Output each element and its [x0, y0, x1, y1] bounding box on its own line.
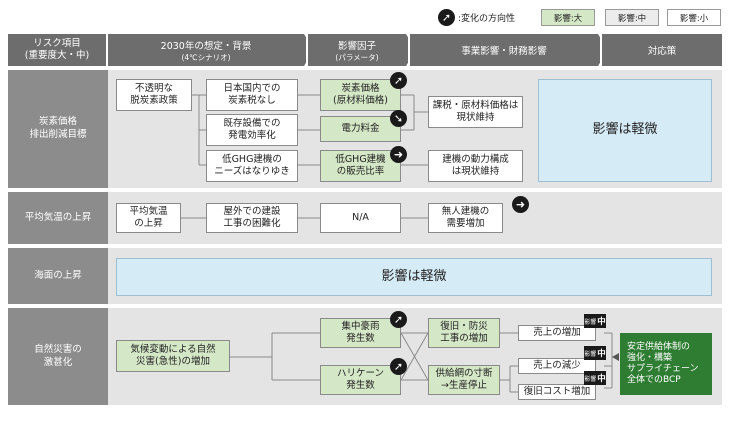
carbon-impact-tax-maintained: 課税・原材料価格は 現状維持 [428, 96, 523, 128]
disaster-impact-recovery-works: 復旧・防災 工事の増加 [428, 318, 500, 348]
legend-small: 影響:小 [667, 9, 721, 26]
carbon-bg-no-carbon-tax: 日本国内での 炭素税なし [206, 79, 298, 111]
header-response: 対応策 [602, 34, 722, 66]
legend-direction-label: :変化の方向性 [458, 14, 516, 24]
header-business-impact: 事業影響・財務影響 [410, 34, 598, 66]
disaster-result-sales-down: 売上の減少 [518, 358, 596, 374]
temp-bg-rising: 平均気温 の上昇 [116, 203, 181, 233]
carbon-impact-power-config: 建機の動力構成 は現状維持 [428, 150, 523, 182]
carbon-bg-efficiency: 既存設備での 発電効率化 [206, 114, 298, 146]
temp-factor-na: N/A [320, 203, 401, 233]
row-label-sea: 海面の上昇 [8, 248, 108, 304]
direction-arrow-up-right-icon: ➚ [390, 72, 407, 89]
row-label-carbon: 炭素価格 排出削減目標 [8, 70, 108, 188]
disaster-result-recovery-cost: 復旧コスト増加 [518, 384, 596, 400]
row-label-disaster: 自然災害の 激甚化 [8, 308, 108, 405]
direction-arrow-up-right-icon: ➚ [390, 311, 407, 328]
impact-medium-badge: 影響中 [584, 371, 606, 385]
direction-arrow-down-right-icon: ➘ [390, 110, 407, 127]
impact-medium-badge: 影響中 [584, 314, 606, 328]
carbon-factor-low-ghg-ratio: 低GHG建機 の販売比率 [320, 150, 401, 182]
header-risk-item: リスク項目 (重要度大・中) [8, 34, 106, 66]
carbon-bg-unclear-policy: 不透明な 脱炭素政策 [116, 79, 192, 111]
carbon-response-minor: 影響は軽微 [538, 79, 712, 182]
direction-arrow-right-icon: ➜ [512, 196, 529, 213]
direction-arrow-up-right-icon: ➚ [390, 358, 407, 375]
header-factor-sub: (パラメータ) [335, 52, 379, 62]
header-factor: 影響因子 (パラメータ) [308, 34, 406, 66]
header-scenario: 2030年の想定・背景 (4℃シナリオ) [108, 34, 304, 66]
carbon-factor-carbon-price: 炭素価格 (原材料価格) [320, 79, 401, 111]
disaster-impact-supply-chain: 供給網の寸断 →生産停止 [428, 365, 500, 395]
header-scenario-sub: (4℃シナリオ) [181, 52, 231, 62]
impact-medium-badge: 影響中 [584, 346, 606, 360]
header-scenario-title: 2030年の想定・背景 [160, 40, 252, 52]
disaster-bg-increase: 気候変動による自然 災害(急性)の増加 [116, 340, 230, 372]
direction-arrow-icon: ➚ [438, 9, 455, 26]
carbon-bg-low-ghg-needs: 低GHG建機の ニーズはなりゆき [206, 150, 298, 182]
disaster-factor-hurricane: ハリケーン 発生数 [320, 365, 401, 395]
disaster-result-sales-up: 売上の増加 [518, 325, 596, 341]
row-label-temperature: 平均気温の上昇 [8, 192, 108, 244]
header-factor-title: 影響因子 [337, 40, 376, 52]
sea-impact-minor: 影響は軽微 [116, 258, 712, 296]
disaster-factor-heavy-rain: 集中豪雨 発生数 [320, 318, 401, 348]
temp-bg-outdoor-difficulty: 屋外での建設 工事の困難化 [206, 203, 298, 233]
carbon-factor-electricity: 電力料金 [320, 116, 401, 142]
legend-medium: 影響:中 [605, 9, 659, 26]
direction-arrow-right-icon: ➜ [390, 146, 407, 163]
legend-large: 影響:大 [541, 9, 595, 26]
temp-impact-unmanned: 無人建機の 需要増加 [428, 203, 503, 233]
disaster-response-bcp: 安定供給体制の 強化・構築 サプライチェーン 全体でのBCP [620, 333, 712, 395]
